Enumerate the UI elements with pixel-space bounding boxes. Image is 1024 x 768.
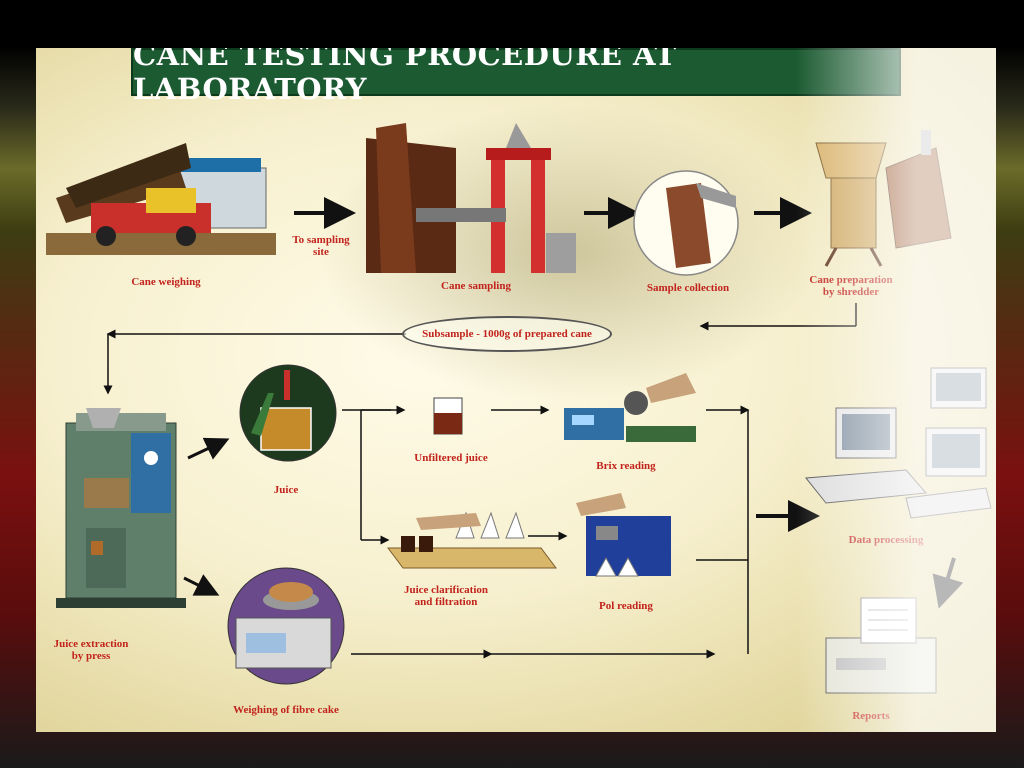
press-icon [56, 408, 186, 608]
page-title: CANE TESTING PROCEDURE AT LABORATORY [133, 48, 677, 106]
label-sample-collection: Sample collection [646, 282, 730, 294]
printer-icon [825, 597, 937, 694]
label-data-processing: Data processing [848, 534, 924, 546]
label-weighing-fibre-cake: Weighing of fibre cake [233, 704, 339, 716]
label-brix-reading: Brix reading [596, 460, 656, 472]
diagram-panel: CANE TESTING PROCEDURE AT LABORATORY [36, 48, 996, 732]
label-reports: Reports [852, 710, 890, 722]
title-banner: CANE TESTING PROCEDURE AT LABORATORY [131, 48, 901, 106]
sample-core-icon [633, 170, 739, 276]
computer-icon [805, 367, 992, 519]
shredder-icon [815, 130, 952, 267]
label-to-sampling-site: To sampling site [292, 234, 350, 258]
clarification-flasks-icon [387, 511, 557, 569]
label-unfiltered-juice: Unfiltered juice [414, 452, 488, 464]
subsample-ellipse: Subsample - 1000g of prepared cane [402, 316, 612, 352]
label-subsample: Subsample - 1000g of prepared cane [422, 328, 592, 340]
label-juice-clarification: Juice clarification and filtration [403, 584, 488, 608]
brix-refractometer-icon [564, 373, 696, 442]
unfiltered-juice-icon [433, 397, 463, 435]
label-cane-weighing: Cane weighing [131, 276, 201, 288]
label-cane-sampling: Cane sampling [441, 280, 511, 292]
label-cane-preparation: Cane preparation by shredder [809, 274, 893, 298]
label-juice-extraction: Juice extraction by press [53, 638, 129, 662]
juice-beaker-icon [239, 364, 337, 462]
label-juice: Juice [273, 484, 299, 496]
label-pol-reading: Pol reading [599, 600, 653, 612]
polarimeter-icon [576, 493, 671, 577]
diagram-art [46, 123, 992, 694]
balance-icon [227, 567, 345, 685]
truck-icon [46, 143, 276, 255]
sampler-icon [366, 123, 576, 273]
